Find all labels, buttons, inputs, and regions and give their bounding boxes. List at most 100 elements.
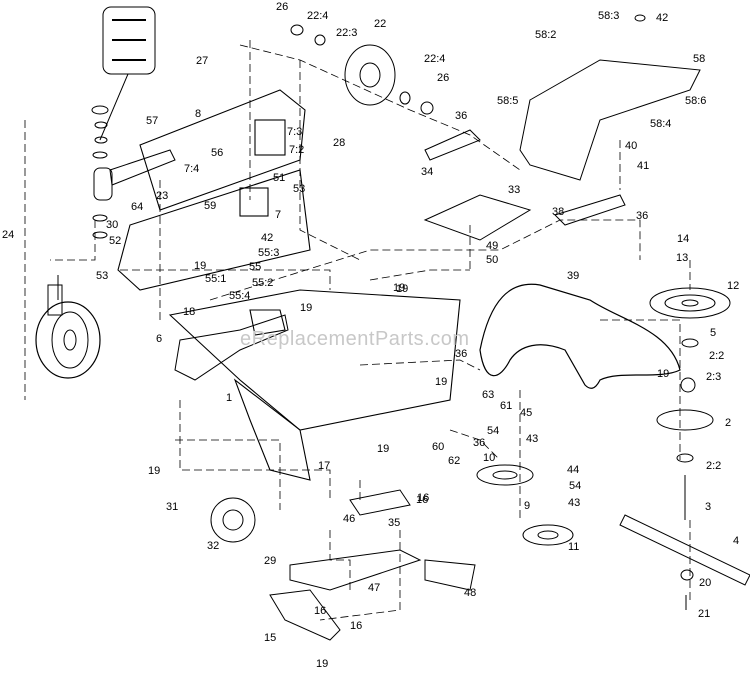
deck-frame bbox=[117, 89, 461, 481]
callout-label: 38 bbox=[552, 206, 565, 218]
callout-label: 22:3 bbox=[336, 27, 358, 39]
callout-label: 19 bbox=[393, 282, 406, 294]
callout-label: 36 bbox=[455, 348, 468, 360]
callout-label: 58:5 bbox=[497, 95, 519, 107]
idler-pulley-10 bbox=[476, 464, 534, 486]
callout-label: 34 bbox=[421, 166, 434, 178]
callout-label: 36 bbox=[473, 437, 486, 449]
callout-label: 53 bbox=[96, 270, 109, 282]
front-roller bbox=[344, 44, 396, 106]
callout-label: 29 bbox=[264, 555, 277, 567]
callout-label: 7:3 bbox=[287, 126, 303, 138]
callout-label: 50 bbox=[486, 254, 499, 266]
callout-label: 63 bbox=[482, 389, 495, 401]
callout-label: 23 bbox=[156, 190, 169, 202]
callout-label: 43 bbox=[526, 433, 539, 445]
callout-label: 52 bbox=[109, 235, 122, 247]
callout-label: 6 bbox=[156, 333, 163, 345]
callout-label: 40 bbox=[625, 140, 638, 152]
callout-label: 24 bbox=[2, 229, 15, 241]
spindle-pulley bbox=[649, 287, 731, 319]
callout-label: 14 bbox=[677, 233, 690, 245]
callout-label: 19 bbox=[657, 368, 670, 380]
callout-label: 2:3 bbox=[706, 371, 722, 383]
callout-label: 45 bbox=[520, 407, 533, 419]
callout-label: 21 bbox=[698, 608, 711, 620]
callout-label: 19 bbox=[300, 302, 313, 314]
callout-label: 20 bbox=[699, 577, 712, 589]
callout-label: 46 bbox=[343, 513, 356, 525]
watermark: eReplacementParts.com bbox=[240, 328, 470, 350]
callout-label: 22:4 bbox=[307, 10, 329, 22]
callout-label: 3 bbox=[705, 501, 712, 513]
callout-label: 51 bbox=[273, 172, 286, 184]
callout-label: 31 bbox=[166, 501, 179, 513]
callout-label: 19 bbox=[435, 376, 448, 388]
callout-label: 47 bbox=[368, 582, 381, 594]
callout-label: 16 bbox=[314, 605, 327, 617]
callout-label: 7 bbox=[275, 209, 282, 221]
callout-label: 7:4 bbox=[184, 163, 200, 175]
callout-label: 58 bbox=[693, 53, 706, 65]
callout-label: 7:2 bbox=[289, 144, 305, 156]
callout-label: 28 bbox=[333, 137, 346, 149]
callout-label: 36 bbox=[636, 210, 649, 222]
callout-label: 35 bbox=[388, 517, 401, 529]
callout-label: 2:2 bbox=[706, 460, 722, 472]
callout-label: 16 bbox=[350, 620, 363, 632]
callout-label: 33 bbox=[508, 184, 521, 196]
callout-label: 5 bbox=[710, 327, 717, 339]
callout-label: 17 bbox=[318, 460, 331, 472]
bumper-handle bbox=[174, 314, 289, 381]
callout-label: 59 bbox=[204, 200, 217, 212]
caster-detail-bubble bbox=[102, 6, 156, 75]
callout-label: 22:4 bbox=[424, 53, 446, 65]
rear-roller bbox=[210, 497, 256, 543]
blade bbox=[619, 514, 750, 586]
callout-label: 1 bbox=[226, 392, 233, 404]
callout-label: 55:2 bbox=[252, 277, 274, 289]
callout-label: 61 bbox=[500, 400, 513, 412]
callout-label: 26 bbox=[437, 72, 450, 84]
callout-label: 55:4 bbox=[229, 290, 251, 302]
callout-label: 64 bbox=[131, 201, 144, 213]
callout-label: 36 bbox=[455, 110, 468, 122]
callout-label: 54 bbox=[569, 480, 582, 492]
callout-label: 16 bbox=[417, 492, 430, 504]
callout-label: 55:1 bbox=[205, 273, 227, 285]
callout-label: 11 bbox=[568, 541, 580, 553]
callout-label: 32 bbox=[207, 540, 220, 552]
callout-label: 18 bbox=[183, 306, 196, 318]
callout-label: 10 bbox=[483, 452, 496, 464]
callout-label: 39 bbox=[567, 270, 580, 282]
callout-label: 12 bbox=[727, 280, 740, 292]
callout-label: 43 bbox=[568, 497, 581, 509]
callout-label: 57 bbox=[146, 115, 159, 127]
callout-label: 42 bbox=[261, 232, 274, 244]
callout-label: 4 bbox=[733, 535, 740, 547]
drive-belt bbox=[479, 283, 681, 389]
callout-label: 53 bbox=[293, 183, 306, 195]
callout-label: 49 bbox=[486, 240, 499, 252]
callout-label: 58:3 bbox=[598, 10, 620, 22]
callout-label: 55:3 bbox=[258, 247, 280, 259]
callout-label: 19 bbox=[377, 443, 390, 455]
idler-pulley-11 bbox=[522, 524, 574, 546]
belt-shield-plate bbox=[423, 194, 532, 241]
callout-label: 58:6 bbox=[685, 95, 707, 107]
callout-label: 62 bbox=[448, 455, 461, 467]
construction-lines bbox=[24, 40, 691, 621]
callout-label: 26 bbox=[276, 1, 289, 13]
callout-label: 42 bbox=[656, 12, 669, 24]
callout-label: 48 bbox=[464, 587, 477, 599]
spindle-cover bbox=[519, 59, 701, 181]
callout-label: 15 bbox=[264, 632, 277, 644]
spindle-housing bbox=[656, 409, 714, 431]
callout-label: 9 bbox=[524, 500, 531, 512]
callout-label: 30 bbox=[106, 219, 119, 231]
callout-label: 19 bbox=[396, 283, 409, 295]
callout-label: 13 bbox=[676, 252, 689, 264]
callout-label: 2 bbox=[725, 417, 732, 429]
